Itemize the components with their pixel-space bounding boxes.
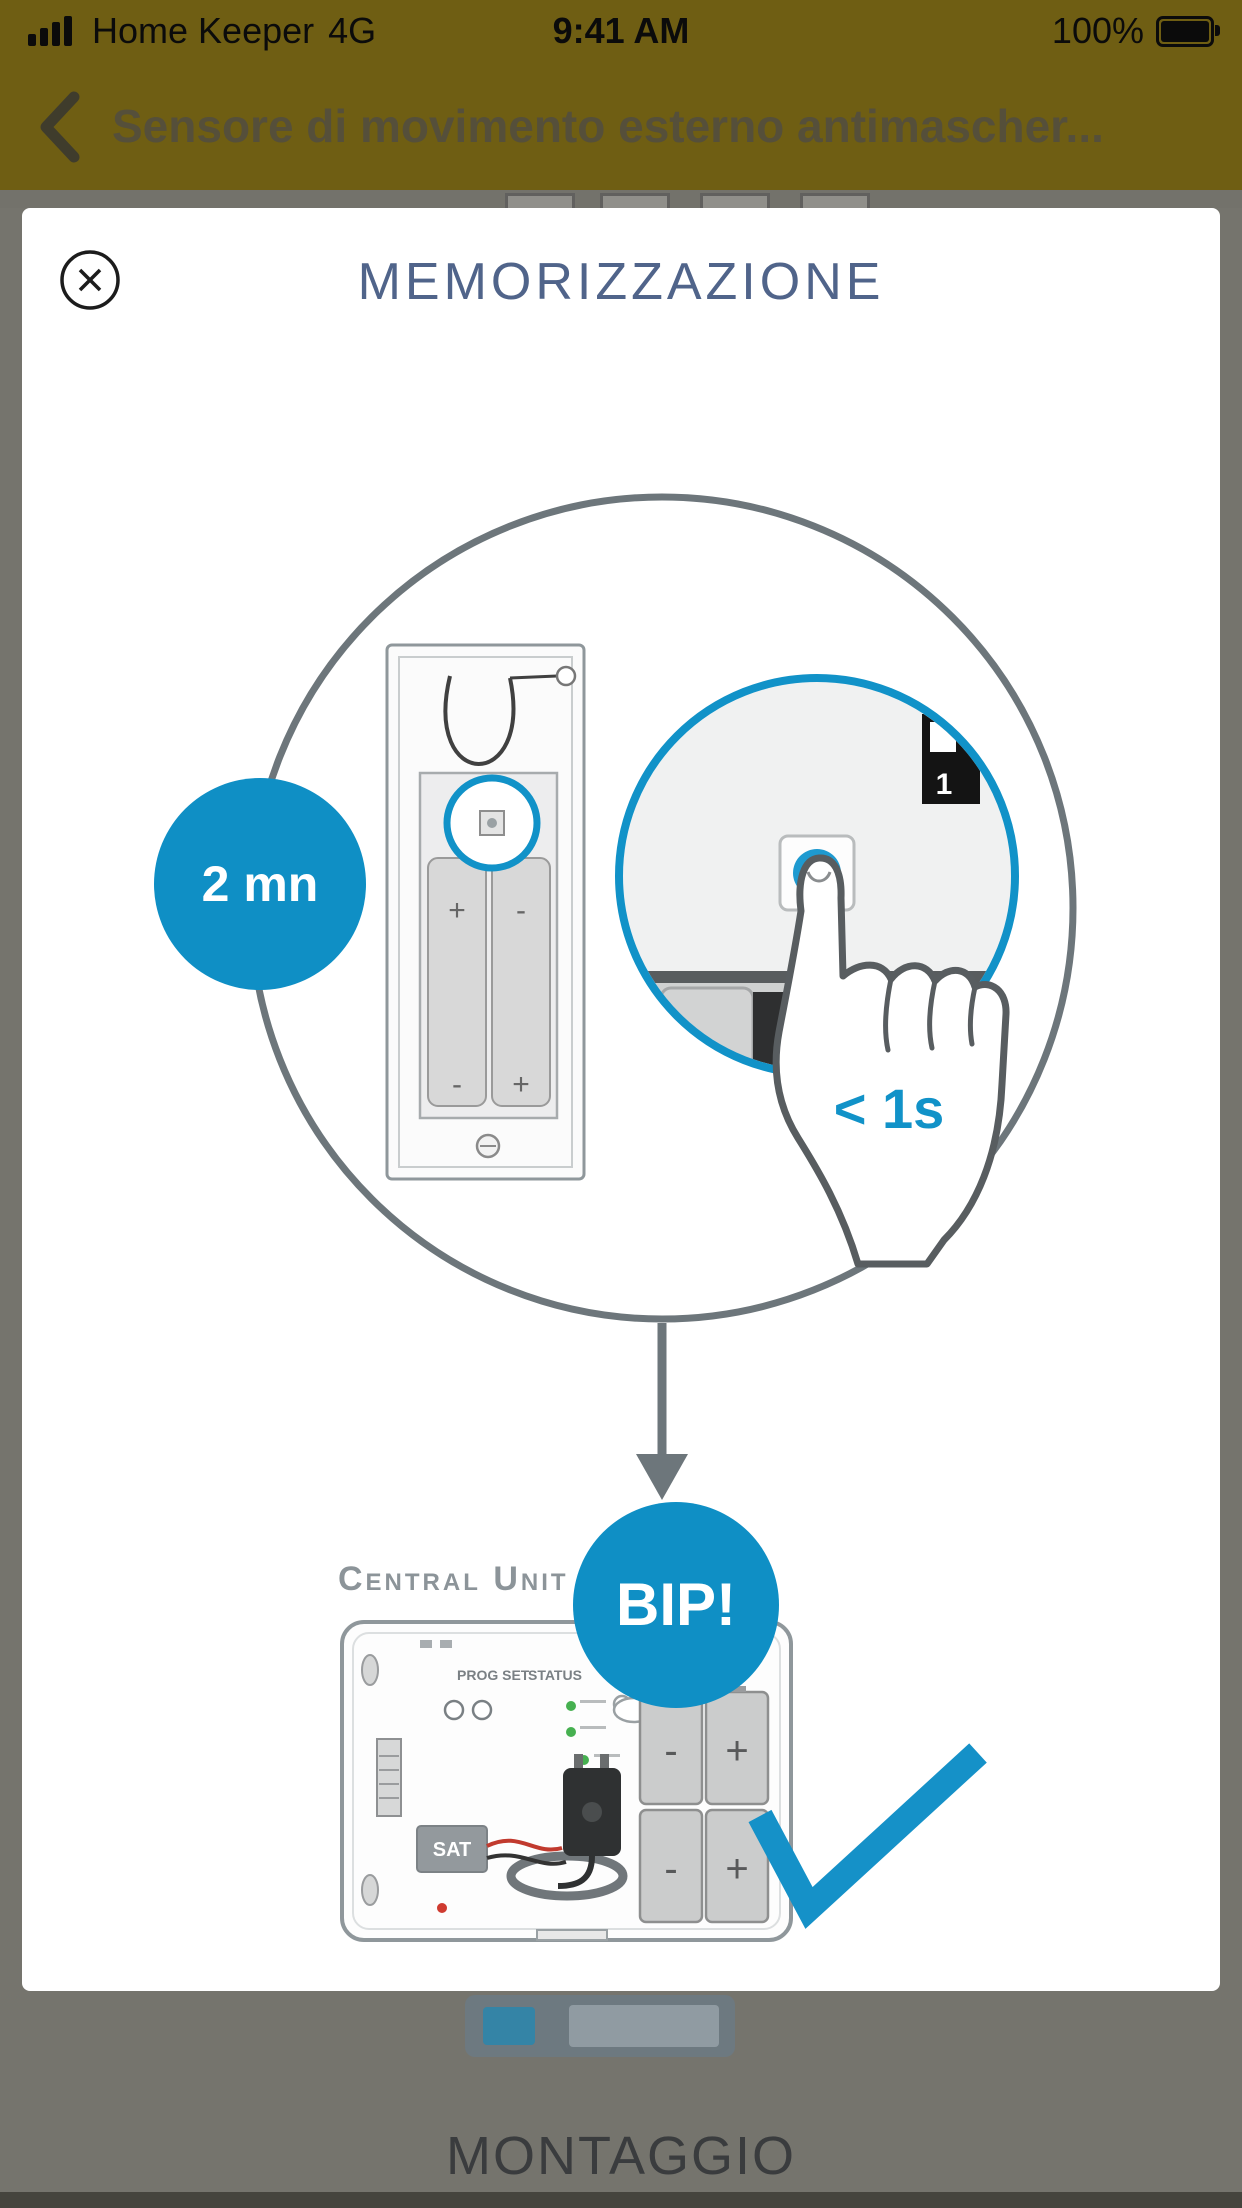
- central-unit-illustration: PROG SET STATUS: [340, 1620, 793, 1942]
- status-bar: Home Keeper 4G 9:41 AM 100%: [0, 0, 1242, 62]
- checkmark-icon: [748, 1743, 987, 1929]
- zoom-circle: 1: [615, 674, 1019, 1268]
- modal-title: MEMORIZZAZIONE: [357, 253, 885, 311]
- battery-minus-sign: -: [664, 1847, 677, 1891]
- clock: 9:41 AM: [552, 10, 690, 51]
- nav-bar: Sensore di movimento esterno antimascher…: [0, 62, 1242, 190]
- dimmed-illustration: [465, 1995, 735, 2057]
- dimmed-app-header: Home Keeper 4G 9:41 AM 100% Sensore di m…: [0, 0, 1242, 190]
- power-cable: [557, 1855, 595, 1889]
- back-button[interactable]: [36, 90, 84, 164]
- page-title: Sensore di movimento esterno antimascher…: [112, 100, 1104, 152]
- battery-plus-sign: +: [448, 894, 466, 927]
- central-unit-label: Central Unit: [338, 1560, 569, 1598]
- prog-set-label: PROG SET: [457, 1667, 530, 1683]
- bottom-strip: [0, 2192, 1242, 2208]
- red-wire: [486, 1838, 563, 1852]
- signal-strength-icon: [28, 16, 72, 46]
- prog-button: [443, 1699, 465, 1721]
- close-icon: [60, 250, 120, 310]
- black-wire: [486, 1853, 567, 1866]
- battery: [427, 857, 487, 1107]
- section-title-montaggio: MONTAGGIO: [446, 2126, 796, 2186]
- screw: [361, 1874, 379, 1906]
- sensor-rear-illustration: + - - +: [385, 643, 586, 1181]
- sat-module: [416, 1825, 488, 1873]
- pointing-hand-icon: [772, 854, 1010, 1268]
- battery-icon: [1156, 15, 1220, 47]
- power-led: [437, 1903, 447, 1913]
- battery-minus-sign: -: [452, 1068, 462, 1101]
- beep-badge: BIP!: [616, 1571, 736, 1638]
- connector-block: [376, 1738, 402, 1817]
- network-type-label: 4G: [328, 10, 377, 51]
- battery-minus-sign: -: [516, 894, 526, 927]
- status-led: [566, 1727, 576, 1737]
- set-button: [471, 1699, 493, 1721]
- memorization-modal: + - - +: [22, 208, 1220, 1991]
- antenna-wire: [443, 675, 516, 766]
- battery-plus-sign: +: [725, 1847, 748, 1891]
- carrier-label: Home Keeper: [92, 10, 315, 51]
- battery-plus-sign: +: [512, 1068, 530, 1101]
- duration-badge: 2 mn: [201, 856, 319, 912]
- duration-badge-circle: [154, 778, 366, 990]
- cable-loop: [506, 1851, 628, 1901]
- battery-percent: 100%: [1051, 10, 1144, 51]
- dimmed-sensor-body: [569, 2005, 719, 2047]
- chevron-left-icon: [40, 91, 80, 163]
- dimmed-sensor-part: [483, 2007, 535, 2045]
- memorization-illustration: + - - +: [154, 493, 1077, 1942]
- central-unit-batteries: - + - +: [638, 1686, 770, 1924]
- dimmed-page-content: [0, 190, 1242, 208]
- beep-badge-circle: [573, 1502, 779, 1708]
- battery-plus-sign: +: [725, 1729, 748, 1773]
- status-label: STATUS: [528, 1667, 582, 1683]
- battery-minus-sign: -: [664, 1729, 677, 1773]
- screw: [361, 1654, 379, 1686]
- press-duration-label: < 1s: [833, 1077, 945, 1140]
- dip-switch-label: 1: [936, 768, 953, 801]
- antenna-anchor: [555, 665, 577, 687]
- status-led: [566, 1701, 576, 1711]
- down-arrow-icon: [636, 1323, 688, 1500]
- close-button[interactable]: [58, 248, 122, 312]
- sat-module-label: SAT: [433, 1839, 472, 1861]
